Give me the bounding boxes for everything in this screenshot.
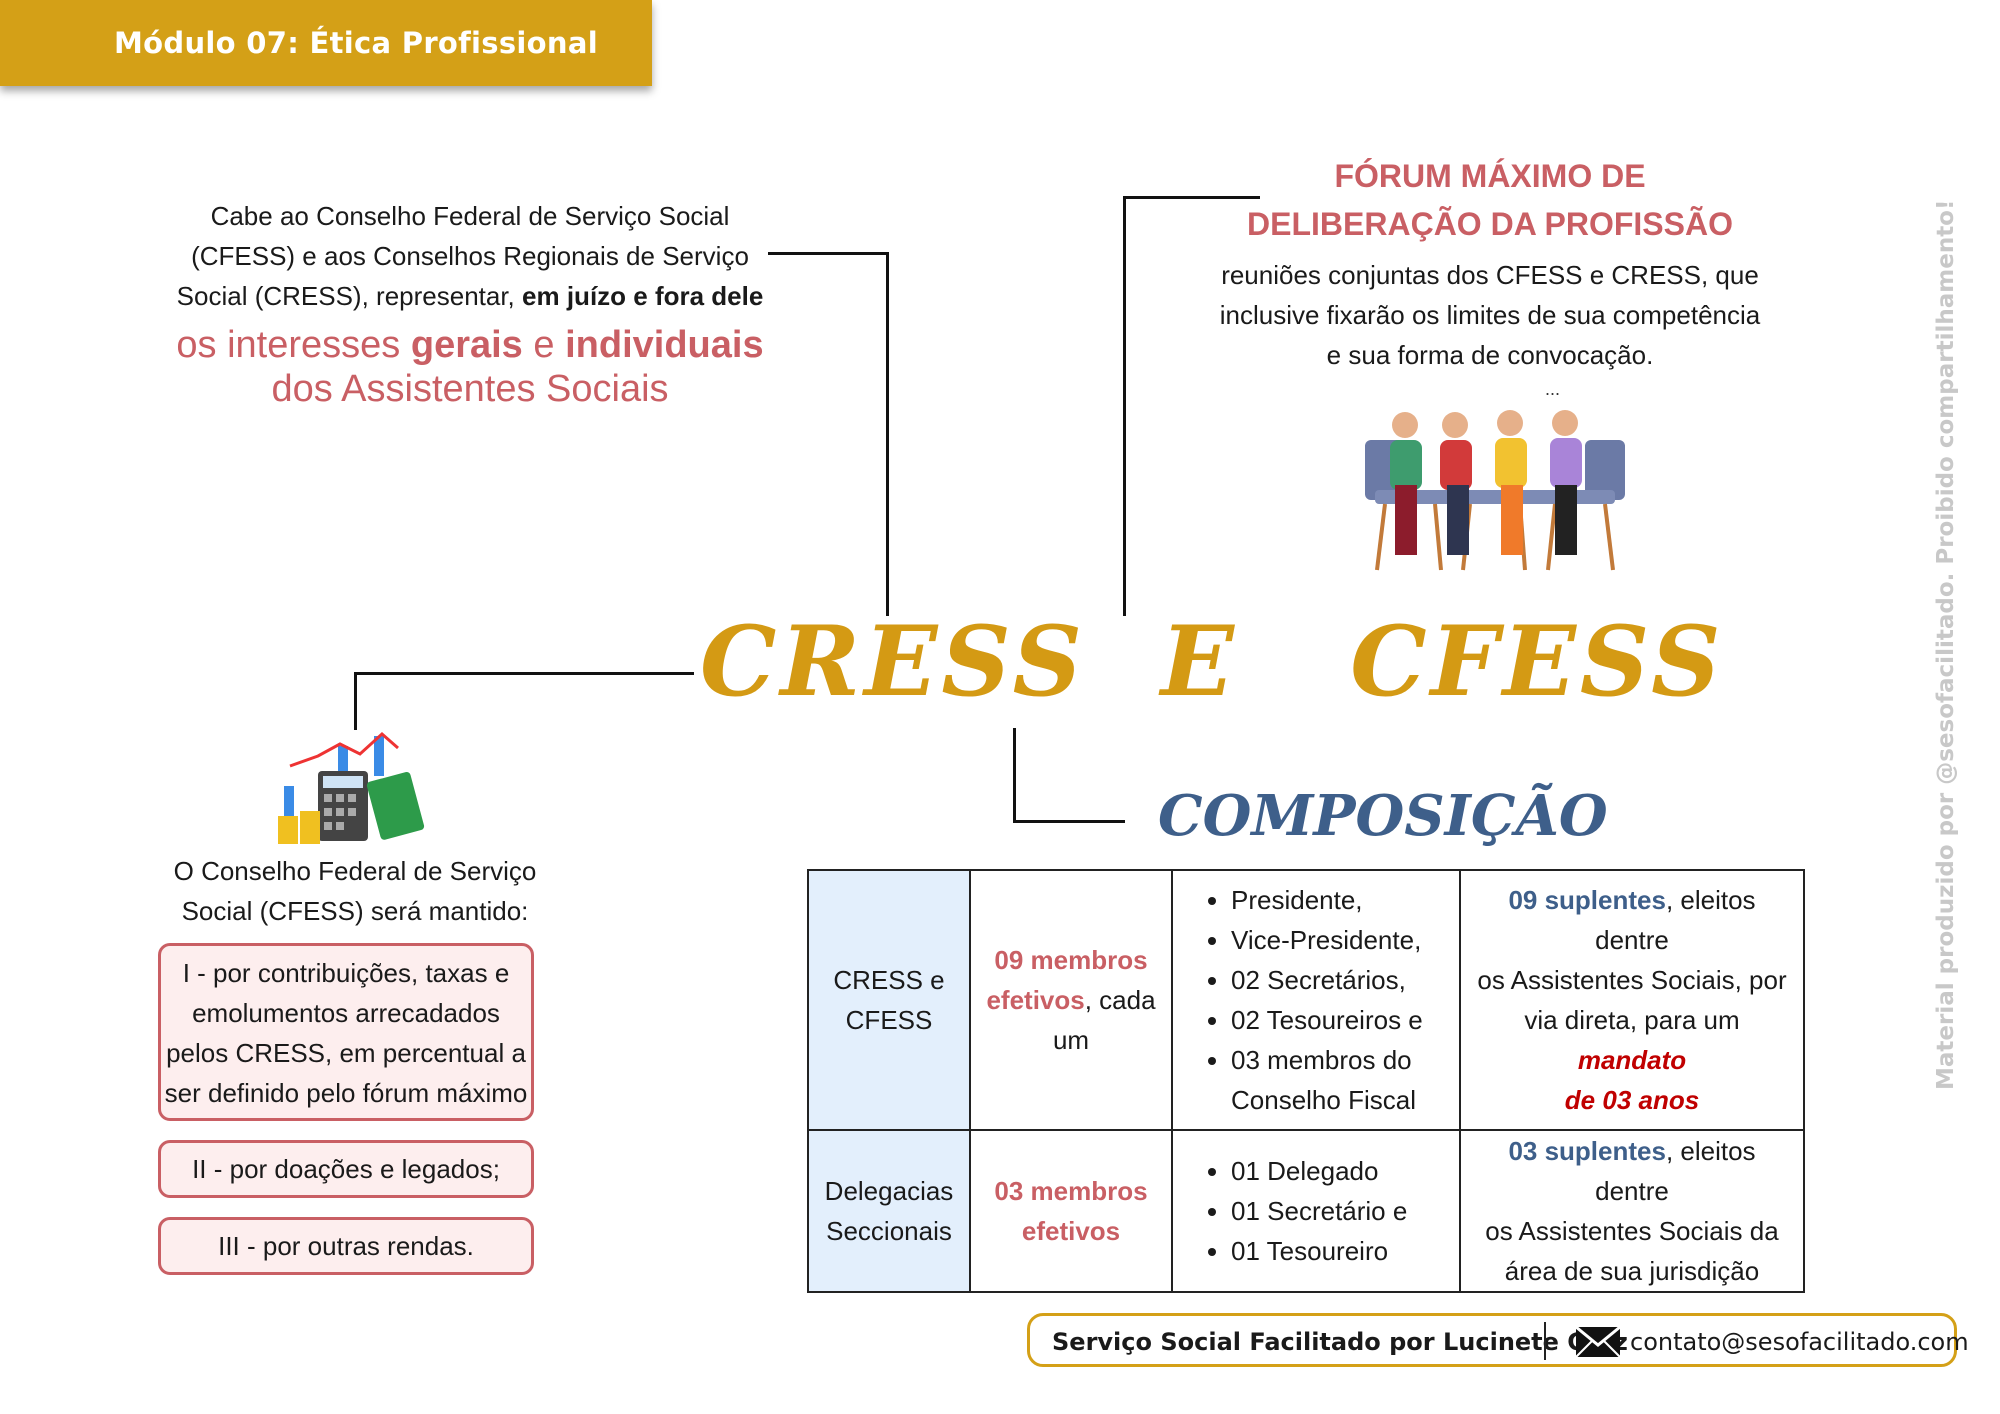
mandate-text: de 03 anos [1564,1085,1700,1115]
entity-cell: Delegacias Seccionais [807,1129,971,1293]
members-bold: efetivos [1021,1216,1121,1246]
funding-item-3: III - por outras rendas. [158,1217,534,1275]
entity-line: CFESS [845,1005,933,1035]
role-item: Presidente, [1231,880,1449,920]
intro-bold: em juízo e fora dele [522,281,764,311]
footer-divider [1544,1322,1546,1360]
funding-intro-line: O Conselho Federal de Serviço [173,856,537,886]
role-item: Vice-Presidente, [1231,920,1449,960]
roles-list: 01 Delegado 01 Secretário e 01 Tesoureir… [1183,1151,1449,1271]
connector-line [1123,196,1126,616]
members-cell: 03 membros efetivos [969,1129,1173,1293]
composition-title: COMPOSIÇÃO [1158,783,1608,849]
connector-line [354,672,357,730]
forum-title-line: DELIBERAÇÃO DA PROFISSÃO [1247,206,1733,242]
role-item: 03 membros do Conselho Fiscal [1231,1040,1449,1120]
interests-line: os interesses gerais e individuais [140,323,800,367]
composition-table: CRESS e CFESS 09 membros efetivos, cada … [807,869,1805,1293]
substitutes-text: , eleitos dentre [1595,885,1756,955]
members-line: efetivos, cada [981,980,1161,1020]
substitutes-line: via direta, para um mandato [1471,1000,1793,1080]
entity-line: Delegacias [824,1176,954,1206]
substitutes-line: 09 suplentes, eleitos dentre [1471,880,1793,960]
connector-line [1013,820,1125,823]
connector-line [886,252,889,616]
footer-badge: Serviço Social Facilitado por Lucinete C… [1027,1313,1969,1367]
substitutes-text: , eleitos dentre [1595,1136,1756,1206]
funding-intro-line: Social (CFESS) será mantido: [181,896,529,926]
substitutes-text: os Assistentes Sociais da [1485,1216,1779,1246]
role-item: 02 Secretários, [1231,960,1449,1000]
role-item: 01 Delegado [1231,1151,1449,1191]
footer-author: Serviço Social Facilitado por Lucinete C… [1052,1328,1628,1356]
roles-cell: Presidente, Vice-Presidente, 02 Secretár… [1171,869,1461,1131]
funding-item-line: III - por outras rendas. [218,1231,474,1261]
finance-illustration [278,726,438,846]
members-text: um [1052,1025,1090,1055]
members-text: , cada [1084,985,1156,1015]
role-item: 02 Tesoureiros e [1231,1000,1449,1040]
forum-title-line: FÓRUM MÁXIMO DE [1334,158,1646,194]
funding-item-line: pelos CRESS, em percentual a [166,1038,526,1068]
role-item: 01 Secretário e [1231,1191,1449,1231]
copyright-note: Material produzido por @sesofacilitado. … [1933,199,1959,1090]
interests-bold: gerais [410,324,523,366]
interests-line: dos Assistentes Sociais [271,368,669,410]
forum-title: FÓRUM MÁXIMO DE DELIBERAÇÃO DA PROFISSÃO [1210,152,1770,248]
substitutes-text: os Assistentes Sociais, por [1477,965,1787,995]
connector-line [1013,728,1016,821]
substitutes-text: via direta, para um [1524,1005,1740,1035]
connector-line [1123,196,1260,199]
table-row: CRESS e CFESS 09 membros efetivos, cada … [807,869,1805,1131]
substitutes-cell: 03 suplentes, eleitos dentre os Assisten… [1459,1129,1805,1293]
roles-list: Presidente, Vice-Presidente, 02 Secretár… [1183,880,1449,1120]
forum-text: reuniões conjuntas dos CFESS e CRESS, qu… [1200,255,1780,375]
entity-line: Seccionais [826,1216,952,1246]
module-title: Módulo 07: Ética Profissional [114,26,598,60]
connector-line [354,672,694,675]
substitutes-bold: 09 suplentes [1508,885,1666,915]
intro-line: (CFESS) e aos Conselhos Regionais de Ser… [191,241,749,271]
members-cell: 09 membros efetivos, cada um [969,869,1173,1131]
speech-dots: ... [1545,385,1560,399]
interests-bold: individuais [565,324,764,366]
substitutes-line: 03 suplentes, eleitos dentre [1471,1131,1793,1211]
funding-item-line: emolumentos arrecadados [192,998,500,1028]
substitutes-text: área de sua jurisdição [1504,1256,1760,1286]
intro-line: Social (CRESS), representar, em juízo e … [170,276,770,316]
members-bold: 03 membros [994,1176,1148,1206]
substitutes-bold: 03 suplentes [1508,1136,1666,1166]
interests-text: os interesses gerais e individuais dos A… [140,323,800,411]
entity-line: CRESS e [833,965,945,995]
forum-line: e sua forma de convocação. [1326,340,1654,370]
intro-line: Cabe ao Conselho Federal de Serviço Soci… [210,201,730,231]
members-bold: 09 membros [994,945,1148,975]
meeting-illustration: ... [1355,379,1635,575]
connector-line [768,252,888,255]
interests-part: e [533,324,555,366]
funding-item-1: I - por contribuições, taxas e emolument… [158,943,534,1121]
roles-cell: 01 Delegado 01 Secretário e 01 Tesoureir… [1171,1129,1461,1293]
forum-line: inclusive fixarão os limites de sua comp… [1219,300,1761,330]
mandate-text: mandato [1577,1045,1687,1075]
funding-item-line: ser definido pelo fórum máximo [164,1078,528,1108]
substitutes-cell: 09 suplentes, eleitos dentre os Assisten… [1459,869,1805,1131]
entity-cell: CRESS e CFESS [807,869,971,1131]
forum-line: reuniões conjuntas dos CFESS e CRESS, qu… [1221,260,1759,290]
role-item: 01 Tesoureiro [1231,1231,1449,1271]
mail-icon [1575,1325,1621,1363]
main-title: CRESS E CFESS [700,605,1725,718]
funding-item-line: I - por contribuições, taxas e [182,958,510,988]
module-header: Módulo 07: Ética Profissional [0,0,652,86]
funding-item-2: II - por doações e legados; [158,1140,534,1198]
representation-text: Cabe ao Conselho Federal de Serviço Soci… [170,196,770,316]
funding-intro: O Conselho Federal de Serviço Social (CF… [150,851,560,931]
table-row: Delegacias Seccionais 03 membros efetivo… [807,1129,1805,1293]
footer-email[interactable]: contato@sesofacilitado.com [1630,1328,1969,1356]
intro-text: Social (CRESS), representar, [176,281,515,311]
funding-item-line: II - por doações e legados; [192,1154,500,1184]
members-bold: efetivos [986,985,1085,1015]
interests-part: os interesses [176,324,401,366]
